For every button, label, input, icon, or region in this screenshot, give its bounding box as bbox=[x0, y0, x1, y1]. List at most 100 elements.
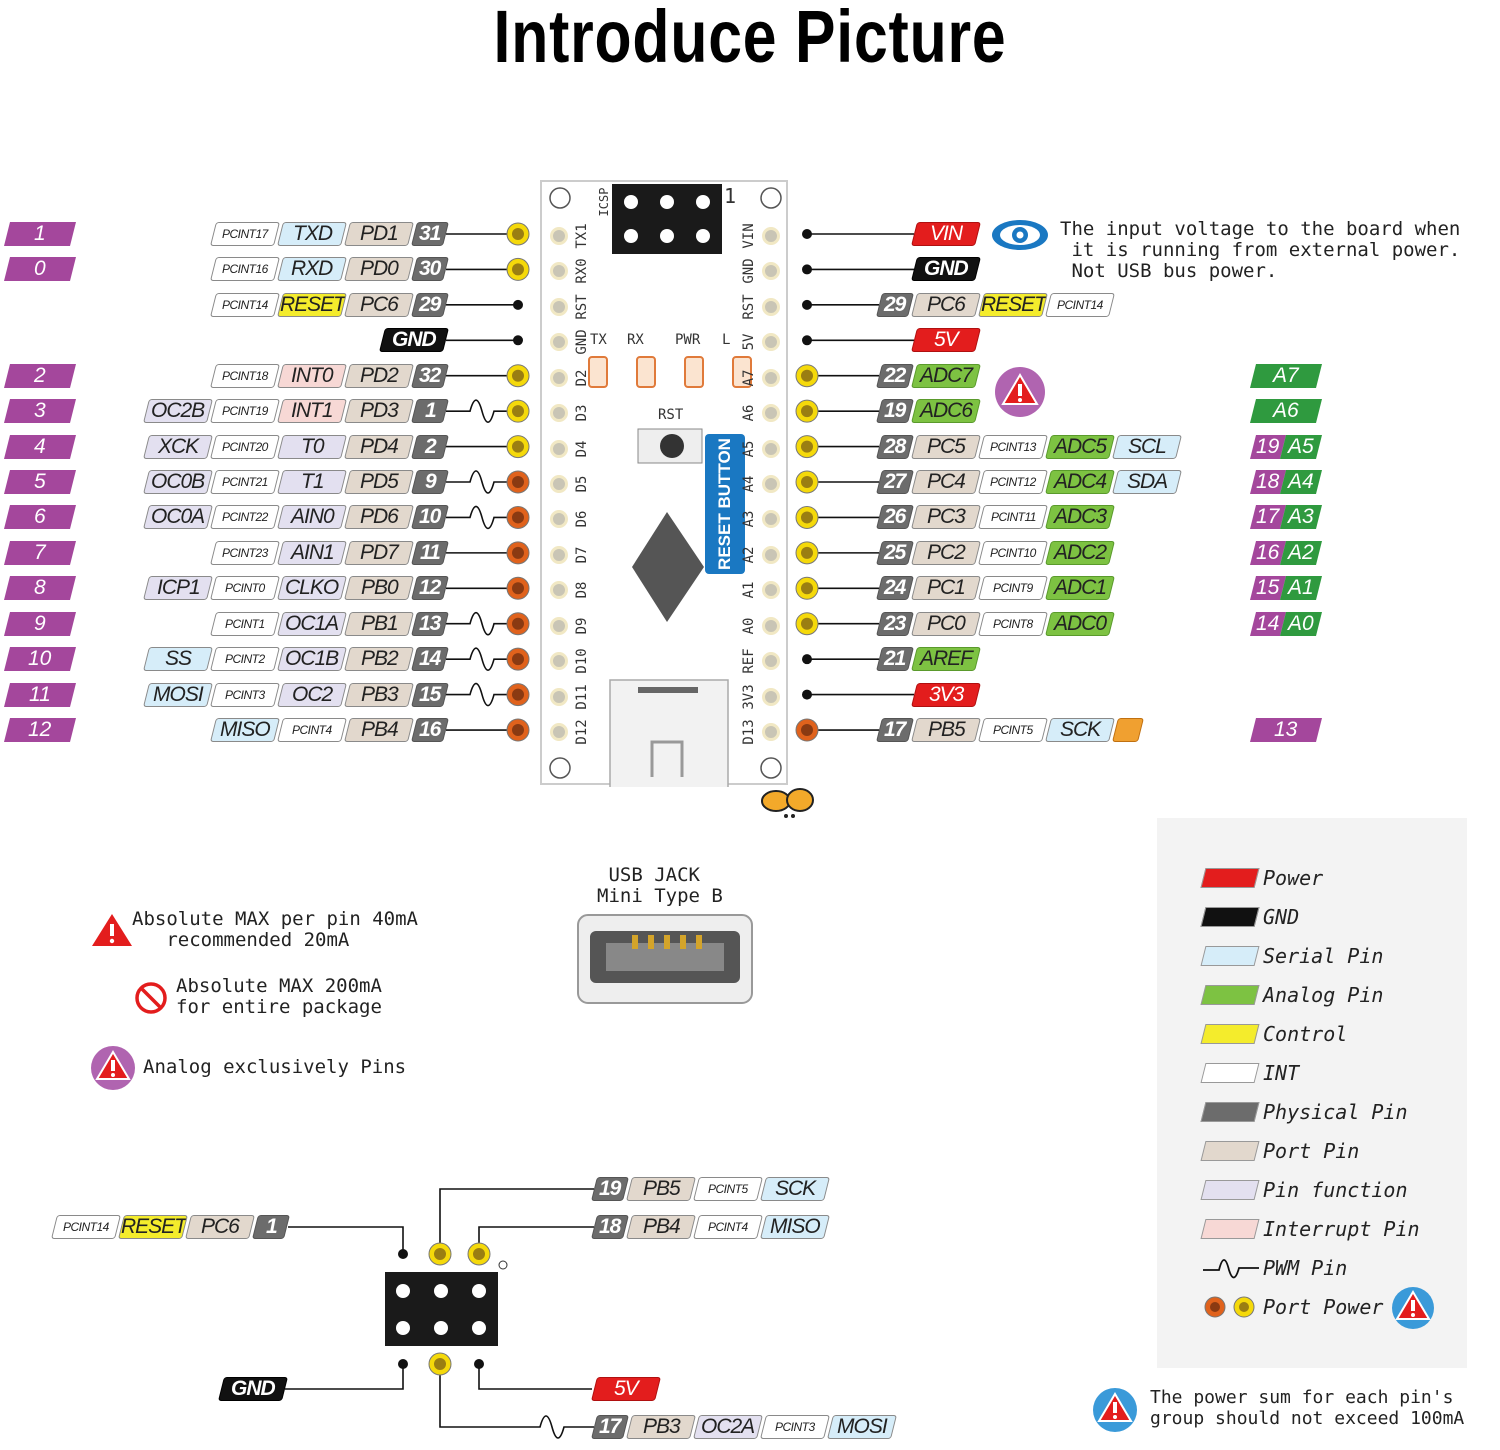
pin-label-text: PB4 bbox=[360, 718, 398, 742]
pin-label-text: SCK bbox=[774, 1177, 816, 1200]
reset-button-callout: RESET BUTTON bbox=[715, 438, 734, 570]
port-pin-label: PC3 bbox=[911, 505, 981, 530]
analog-pin-label: ADC2 bbox=[1045, 540, 1115, 565]
phys-pin-label: 29 bbox=[876, 292, 914, 317]
pwm-line bbox=[446, 611, 518, 636]
ctrl-pin-label: RESET bbox=[978, 292, 1048, 317]
phys-pin-label: 22 bbox=[876, 363, 914, 388]
analog-pin-label: AREF bbox=[911, 647, 981, 672]
phys-pin-label: 1 bbox=[252, 1215, 290, 1239]
pin-dot bbox=[802, 335, 812, 346]
pin-label-text: 11 bbox=[420, 540, 440, 564]
port-pin-label: PD7 bbox=[344, 540, 414, 565]
serial-pin-label: MISO bbox=[760, 1215, 830, 1239]
yellow-pad-center bbox=[801, 405, 813, 418]
pin-label-text: 13 bbox=[419, 611, 441, 635]
pin-label-text: 25 bbox=[884, 540, 906, 564]
pin-label-text: PCINT17 bbox=[222, 227, 268, 241]
board-art bbox=[549, 184, 782, 787]
pin-label-text: 1 bbox=[265, 1215, 277, 1238]
pin-label-text: 29 bbox=[419, 292, 441, 316]
led-label: L bbox=[722, 332, 731, 348]
digital-number: 18 bbox=[1256, 470, 1280, 493]
pwm-line bbox=[446, 647, 518, 671]
pin-label-text: PCINT14 bbox=[222, 297, 268, 312]
header-hole bbox=[550, 475, 568, 493]
pin-label-text: OC2 bbox=[291, 682, 333, 706]
header-hole bbox=[762, 545, 780, 564]
silk-left-pin: RST bbox=[574, 294, 590, 320]
pin-label-text: VIN bbox=[929, 222, 962, 245]
pin-label-text: PC6 bbox=[360, 292, 398, 316]
yellow-pad-center bbox=[473, 1248, 485, 1260]
analog-pin-label: ADC5 bbox=[1045, 434, 1115, 459]
fn-pin-label: CLKO bbox=[277, 576, 347, 601]
pin-label-text: T1 bbox=[300, 470, 324, 493]
pin-label-text: PC1 bbox=[927, 576, 965, 600]
mascot-logo bbox=[761, 788, 814, 818]
port-pin-label: PD3 bbox=[344, 399, 414, 424]
yellow-pad-center bbox=[512, 228, 524, 240]
arduino-pin-number: 11 bbox=[4, 682, 76, 707]
pin-label-text: PC2 bbox=[927, 540, 965, 564]
pin-label-text: OC0A bbox=[151, 505, 205, 529]
silk-left-pin: D7 bbox=[574, 546, 590, 564]
max-package-note: Absolute MAX 200mA for entire package bbox=[176, 975, 382, 1018]
silk-left-pin: D8 bbox=[574, 581, 590, 599]
digital-number: 14 bbox=[1256, 611, 1280, 635]
serial-pin-label: RXD bbox=[277, 257, 347, 282]
pin-label-text: XCK bbox=[157, 434, 199, 458]
legend-label: Port Pin bbox=[1263, 1139, 1360, 1163]
pin-label-text: PCINT22 bbox=[222, 510, 268, 525]
arduino-pin-number: 1 bbox=[4, 222, 76, 246]
phys-pin-label: 27 bbox=[876, 470, 914, 494]
legend-label: Analog Pin bbox=[1263, 983, 1384, 1007]
phys-pin-label: 23 bbox=[876, 611, 914, 636]
pin-label-text: PC6 bbox=[201, 1215, 239, 1238]
pin-label-text: CLKO bbox=[285, 576, 339, 600]
pwm-wave-icon bbox=[1203, 1259, 1259, 1279]
phys-pin-label: 19 bbox=[591, 1177, 629, 1201]
pwm-line bbox=[439, 1364, 594, 1439]
pcint-pin-label: PCINT17 bbox=[210, 222, 280, 246]
orange-pad-center bbox=[512, 476, 524, 489]
phys-pin-label: 17 bbox=[591, 1415, 629, 1439]
pin-label-text: PD1 bbox=[360, 222, 398, 245]
port-pin-label: PD6 bbox=[344, 505, 414, 530]
orange-pad-center bbox=[512, 617, 524, 630]
pcint-pin-label: PCINT21 bbox=[210, 470, 280, 494]
usb-jack-icon bbox=[577, 914, 753, 1004]
pin-label-text: PCINT12 bbox=[990, 475, 1036, 489]
fn-pin-label: T0 bbox=[277, 434, 347, 459]
port-pin-label: PD0 bbox=[344, 257, 414, 282]
header-hole bbox=[550, 297, 568, 316]
vin-note: The input voltage to the board when it i… bbox=[1060, 218, 1461, 282]
header-hole bbox=[550, 227, 568, 245]
pin-label-text: 28 bbox=[884, 434, 906, 458]
pin-label-text: ADC1 bbox=[1053, 576, 1107, 600]
silk-right-pin: REF bbox=[741, 648, 757, 674]
pin-label-text: T0 bbox=[300, 434, 324, 458]
icsp-hole bbox=[434, 1321, 448, 1335]
serial-pin-label: SCL bbox=[1112, 434, 1182, 459]
power-warning-icon bbox=[1392, 1287, 1434, 1329]
yellow-pad-center bbox=[512, 369, 524, 382]
pin-label-text: PCINT14 bbox=[63, 1220, 109, 1234]
legend-label: Interrupt Pin bbox=[1263, 1217, 1420, 1241]
pin-label-text: 3V3 bbox=[928, 682, 964, 706]
pin-label-text: PCINT5 bbox=[708, 1182, 748, 1196]
silk-left-pin: D9 bbox=[574, 617, 590, 635]
line bbox=[439, 1188, 594, 1254]
fn-pin-label: AIN0 bbox=[277, 505, 347, 530]
pin-label-text: MOSI bbox=[837, 1415, 887, 1438]
pcint-pin-label: PCINT5 bbox=[693, 1177, 763, 1201]
pin-label-text: PCINT3 bbox=[775, 1420, 815, 1434]
legend-swatch-port bbox=[1200, 1141, 1260, 1161]
silk-right-pin: A4 bbox=[741, 475, 757, 493]
header-hole bbox=[762, 723, 780, 742]
serial-pin-label: SCK bbox=[1045, 718, 1115, 743]
pin-label-text: PC4 bbox=[927, 470, 965, 493]
digital-number: 19 bbox=[1256, 434, 1280, 458]
arduino-pin-number: 5 bbox=[4, 470, 76, 494]
pin-label-text: SCK bbox=[1059, 718, 1101, 742]
